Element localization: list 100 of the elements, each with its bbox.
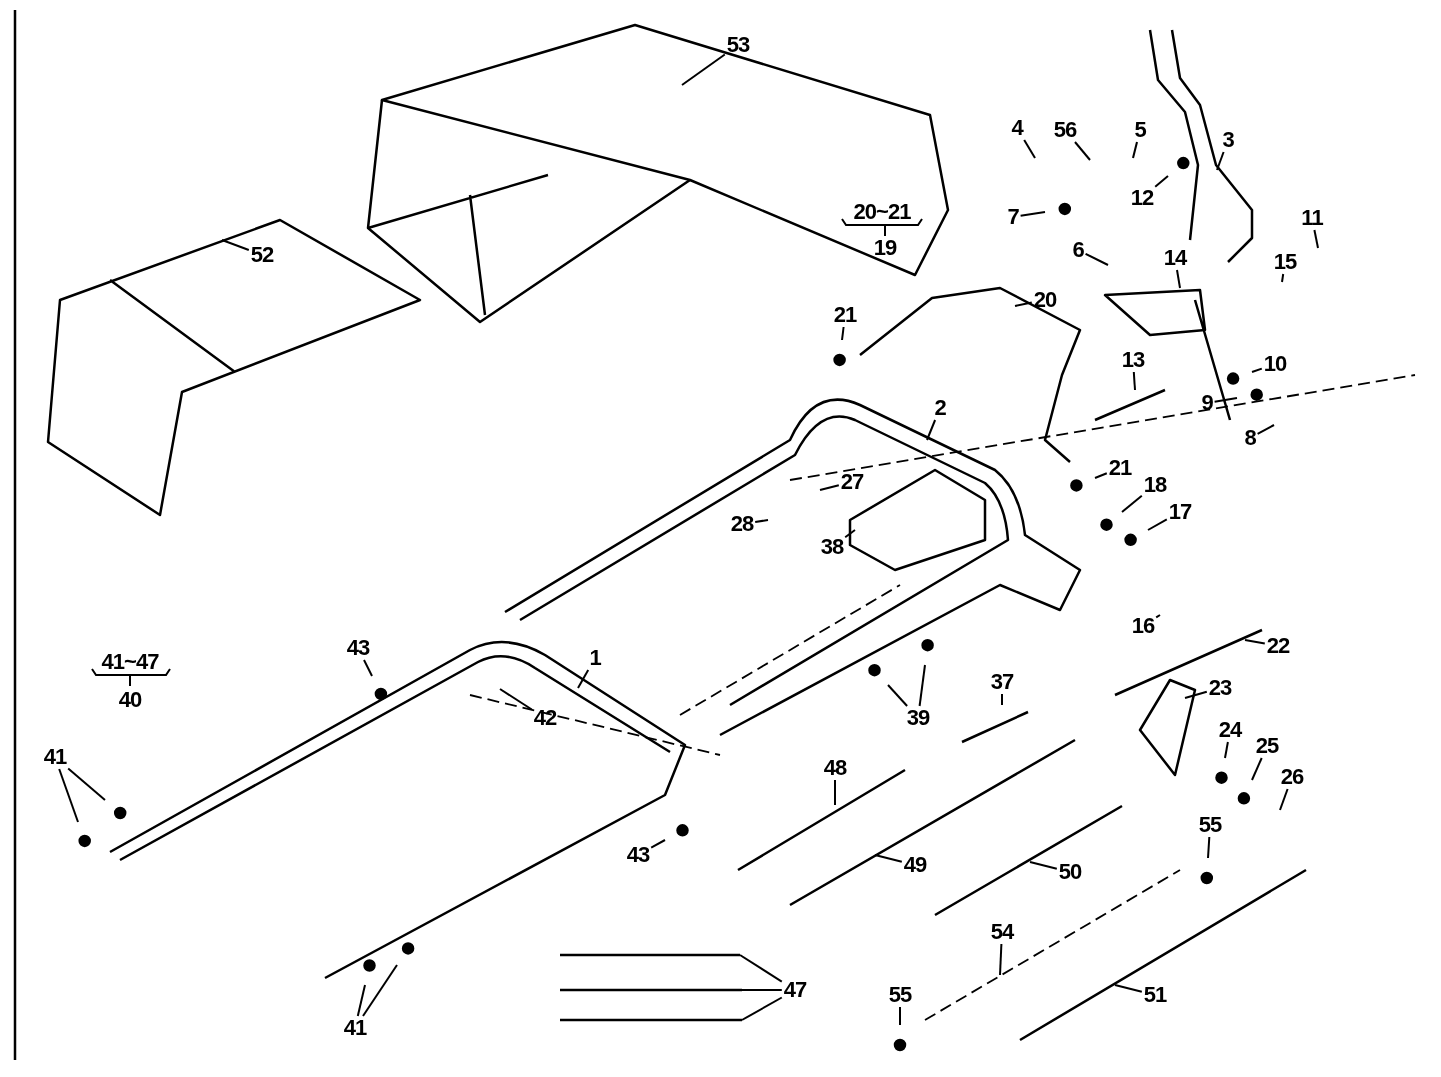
leader-line bbox=[918, 664, 926, 707]
callout-number: 8 bbox=[1244, 427, 1256, 449]
leader-line bbox=[1132, 141, 1138, 159]
callout-number: 41 bbox=[343, 1017, 367, 1039]
leader-line bbox=[754, 519, 769, 523]
leader-line bbox=[1155, 614, 1161, 619]
leader-line bbox=[899, 1006, 901, 1026]
callout-number: 41 bbox=[43, 746, 67, 768]
leader-line bbox=[819, 484, 840, 491]
callout-number: 53 bbox=[726, 34, 750, 56]
callout-number: 24 bbox=[1218, 719, 1242, 741]
leader-line bbox=[1001, 693, 1003, 706]
leader-line bbox=[1074, 141, 1091, 161]
leader-line bbox=[681, 53, 726, 86]
leader-line bbox=[1313, 229, 1319, 249]
leader-line bbox=[1114, 984, 1143, 993]
leader-line bbox=[926, 419, 937, 441]
callout-number: 25 bbox=[1255, 735, 1279, 757]
leader-line bbox=[1224, 741, 1229, 759]
callout-number: 15 bbox=[1273, 251, 1297, 273]
leader-line bbox=[739, 954, 783, 983]
callout-number: 27 bbox=[840, 471, 864, 493]
leader-line bbox=[741, 989, 783, 991]
callout-number: 2 bbox=[934, 397, 946, 419]
leader-line bbox=[834, 779, 836, 806]
callout-number: 28 bbox=[730, 513, 754, 535]
leader-line bbox=[1147, 518, 1168, 531]
leader-line bbox=[363, 659, 373, 677]
callout-number: 50 bbox=[1058, 861, 1082, 883]
leader-line bbox=[741, 996, 783, 1021]
callout-number: 14 bbox=[1163, 247, 1187, 269]
leader-line bbox=[1213, 397, 1238, 403]
callout-number: 51 bbox=[1143, 984, 1167, 1006]
leader-line bbox=[67, 767, 106, 801]
callout-number: 12 bbox=[1130, 187, 1154, 209]
leader-line bbox=[1184, 690, 1208, 699]
callout-number: 10 bbox=[1263, 353, 1287, 375]
leader-line bbox=[874, 854, 903, 863]
leader-line bbox=[362, 964, 398, 1017]
callout-number: 17 bbox=[1168, 501, 1192, 523]
callout-number: 23 bbox=[1208, 677, 1232, 699]
leader-line bbox=[1084, 252, 1109, 266]
leader-line bbox=[1251, 367, 1263, 373]
callout-number: 55 bbox=[888, 984, 912, 1006]
leader-line bbox=[1281, 273, 1285, 283]
callout-number: 39 bbox=[906, 707, 930, 729]
leader-line bbox=[1132, 371, 1136, 391]
callout-number: 40 bbox=[118, 689, 142, 711]
leader-line bbox=[841, 326, 845, 341]
leader-line bbox=[1094, 472, 1108, 479]
callout-number: 7 bbox=[1007, 206, 1019, 228]
callout-number: 21 bbox=[1108, 457, 1132, 479]
callout-number: 1 bbox=[589, 647, 601, 669]
leader-line bbox=[1029, 861, 1058, 870]
callout-number: 52 bbox=[250, 244, 274, 266]
leader-line bbox=[356, 984, 366, 1017]
callout-number: 55 bbox=[1198, 814, 1222, 836]
leader-line bbox=[1256, 424, 1275, 435]
callout-number: 37 bbox=[990, 671, 1014, 693]
callout-number: 26 bbox=[1280, 766, 1304, 788]
callout-number: 3 bbox=[1222, 129, 1234, 151]
callout-number: 20~21 bbox=[853, 201, 911, 223]
leader-line bbox=[1023, 139, 1036, 159]
callout-number: 20 bbox=[1033, 289, 1057, 311]
callout-number: 19 bbox=[873, 237, 897, 259]
callout-number: 43 bbox=[346, 637, 370, 659]
leader-line bbox=[577, 669, 590, 689]
leader-line bbox=[1207, 836, 1211, 859]
leader-line bbox=[999, 943, 1003, 976]
leader-line bbox=[844, 529, 856, 539]
callout-number: 4 bbox=[1011, 117, 1023, 139]
callout-number: 21 bbox=[833, 304, 857, 326]
leader-line bbox=[58, 768, 79, 823]
callout-number: 38 bbox=[820, 536, 844, 558]
leader-line bbox=[1154, 175, 1169, 188]
leader-line bbox=[1019, 211, 1046, 217]
callout-number: 48 bbox=[823, 757, 847, 779]
callout-number: 47 bbox=[783, 979, 807, 1001]
leader-line bbox=[1014, 301, 1033, 307]
callout-number: 43 bbox=[626, 844, 650, 866]
leader-line bbox=[221, 239, 250, 251]
leader-line bbox=[1279, 788, 1289, 811]
callout-number: 9 bbox=[1201, 392, 1213, 414]
callout-number: 13 bbox=[1121, 349, 1145, 371]
leader-line bbox=[650, 839, 666, 849]
leader-line bbox=[1251, 757, 1263, 781]
callout-number: 22 bbox=[1266, 635, 1290, 657]
leader-line bbox=[1216, 151, 1225, 171]
callout-number: 41~47 bbox=[101, 651, 159, 673]
callout-number: 42 bbox=[533, 707, 557, 729]
leader-line bbox=[499, 688, 533, 711]
callout-number: 6 bbox=[1072, 239, 1084, 261]
leader-line bbox=[1244, 639, 1266, 645]
callout-number: 11 bbox=[1301, 207, 1323, 229]
callout-number: 54 bbox=[990, 921, 1014, 943]
callout-number: 49 bbox=[903, 854, 927, 876]
leader-line bbox=[1121, 494, 1143, 513]
leader-line bbox=[887, 684, 909, 707]
callout-number: 16 bbox=[1131, 615, 1155, 637]
callout-number: 5 bbox=[1134, 119, 1146, 141]
